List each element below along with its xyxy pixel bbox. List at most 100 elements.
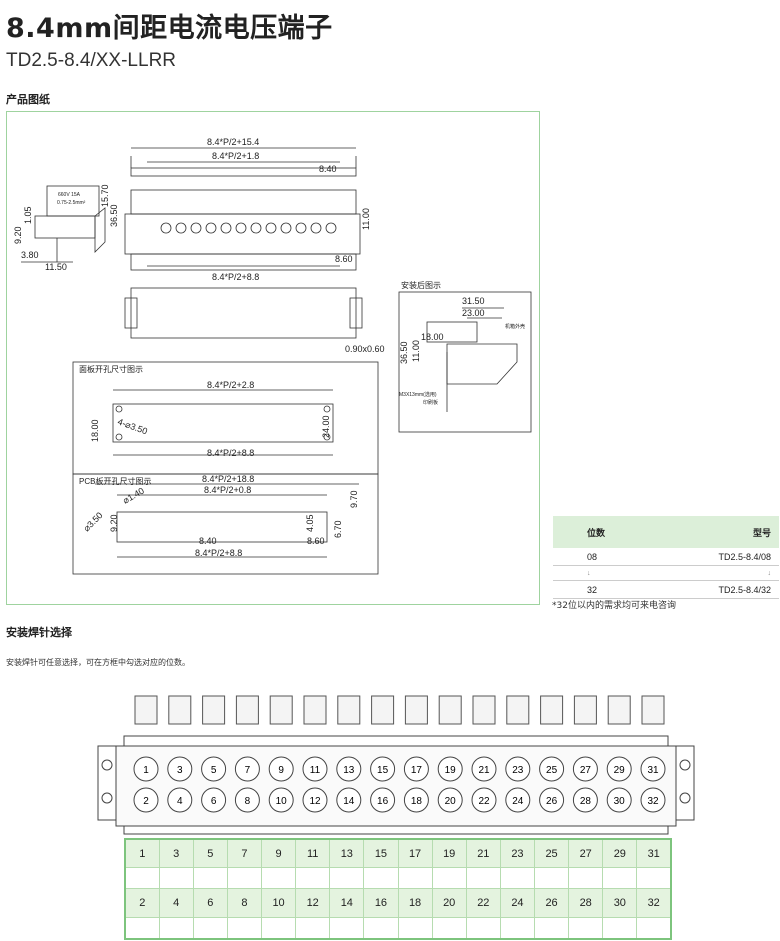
pin-checkbox-9[interactable] <box>260 867 297 890</box>
terminal-screw <box>133 756 159 782</box>
pin-checkbox-6[interactable] <box>192 917 228 940</box>
dim-bottom: 8.4*P/2+8.8 <box>212 272 259 282</box>
pin-checkbox-12[interactable] <box>295 917 331 940</box>
pin-checkbox-3[interactable] <box>158 867 194 890</box>
pin-number-11: 11 <box>295 838 331 869</box>
terminal-top-slot <box>303 695 327 725</box>
terminal-top-slot <box>404 695 428 725</box>
pin-number-15: 15 <box>363 838 399 869</box>
pin-checkbox-2[interactable] <box>124 917 160 940</box>
terminal-top-slot <box>506 695 530 725</box>
panel-bw: 8.4*P/2+8.8 <box>207 448 254 458</box>
pin-number-20: 20 <box>431 888 467 919</box>
terminal-number-23: 23 <box>512 765 524 776</box>
pcb-w2: 8.4*P/2+0.8 <box>204 485 251 495</box>
terminal-number-29: 29 <box>614 765 626 776</box>
pin-checkbox-15[interactable] <box>363 867 399 890</box>
pin-checkbox-22[interactable] <box>465 917 501 940</box>
pcb-v2: 4.05 <box>305 514 315 532</box>
pcb-v3: 6.70 <box>333 520 343 538</box>
dim-h1: 36.50 <box>109 204 119 227</box>
terminal-top-slot <box>540 695 564 725</box>
terminal-number-22: 22 <box>478 796 490 807</box>
terminal-top-slot <box>607 695 631 725</box>
pin-checkbox-13[interactable] <box>329 867 365 890</box>
terminal-number-15: 15 <box>377 765 389 776</box>
dim-h7: 11.50 <box>45 262 67 272</box>
pin-number-5: 5 <box>192 838 228 869</box>
spec-pos: 08 <box>553 548 678 566</box>
terminal-number-9: 9 <box>278 765 284 776</box>
pin-checkbox-27[interactable] <box>568 867 604 890</box>
dim-h6: 3.80 <box>21 250 39 260</box>
panel-holes: 4-⌀3.50 <box>116 416 148 436</box>
terminal-top-slot <box>168 695 192 725</box>
terminal-number-19: 19 <box>445 765 457 776</box>
pin-checkbox-20[interactable] <box>431 917 467 940</box>
terminal-top-slot <box>438 695 462 725</box>
dim-h3: 11.00 <box>361 208 371 230</box>
pin-checkbox-18[interactable] <box>397 917 433 940</box>
terminal-screw <box>572 787 598 813</box>
pin-checkbox-5[interactable] <box>192 867 228 890</box>
terminal-number-31: 31 <box>647 765 659 776</box>
terminal-screw <box>302 756 328 782</box>
pin-checkbox-30[interactable] <box>602 917 638 940</box>
terminal-screw <box>640 756 666 782</box>
terminal-number-20: 20 <box>445 796 457 807</box>
pin-checkbox-19[interactable] <box>431 867 467 890</box>
terminal-number-24: 24 <box>512 796 524 807</box>
terminal-number-1: 1 <box>143 765 149 776</box>
pin-checkbox-17[interactable] <box>397 867 433 890</box>
pin-number-3: 3 <box>158 838 194 869</box>
pin-checkbox-4[interactable] <box>158 917 194 940</box>
terminal-screw <box>201 756 227 782</box>
terminal-top-slot <box>641 695 665 725</box>
terminal-screw <box>201 787 227 813</box>
pin-checkbox-1[interactable] <box>124 867 160 890</box>
terminal-number-17: 17 <box>411 765 423 776</box>
pin-checkbox-31[interactable] <box>636 867 672 890</box>
pin-checkbox-11[interactable] <box>295 867 331 890</box>
terminal-number-18: 18 <box>411 796 423 807</box>
pcb-d2: ⌀3.50 <box>81 510 104 533</box>
pin-checkbox-29[interactable] <box>602 867 638 890</box>
terminal-number-6: 6 <box>211 796 217 807</box>
terminal-screw <box>505 756 531 782</box>
spec-type: TD2.5-8.4/32 <box>678 580 779 599</box>
pin-checkbox-23[interactable] <box>499 867 536 890</box>
pin-checkbox-10[interactable] <box>260 917 297 940</box>
terminal-number-7: 7 <box>245 765 251 776</box>
pin-checkbox-16[interactable] <box>363 917 399 940</box>
pin-checkbox-21[interactable] <box>465 867 501 890</box>
terminal-screw <box>606 787 632 813</box>
terminal-screw <box>234 756 260 782</box>
terminal-screw <box>268 787 294 813</box>
pin-checkbox-32[interactable] <box>636 917 672 940</box>
pin-number-16: 16 <box>363 888 399 919</box>
terminal-screw <box>403 787 429 813</box>
pin-checkbox-28[interactable] <box>568 917 604 940</box>
installed-h1: 18.00 <box>421 332 444 342</box>
terminal-number-11: 11 <box>310 765 321 776</box>
terminal-screw <box>471 787 497 813</box>
terminal-number-14: 14 <box>343 796 355 807</box>
pin-checkbox-7[interactable] <box>226 867 263 890</box>
pin-checkbox-24[interactable] <box>499 917 536 940</box>
terminal-top-slot <box>371 695 395 725</box>
pcb-pitch: 8.40 <box>199 536 217 546</box>
dim-h5: 9.20 <box>13 226 23 244</box>
panel-w: 8.4*P/2+2.8 <box>207 380 254 390</box>
pin-checkbox-25[interactable] <box>533 867 570 890</box>
terminal-screw <box>268 756 294 782</box>
terminal-screw <box>640 787 666 813</box>
terminal-number-16: 16 <box>377 796 389 807</box>
terminal-top-slot <box>573 695 597 725</box>
terminal-number-10: 10 <box>276 796 288 807</box>
terminal-screw <box>471 756 497 782</box>
spec-pos: 32 <box>553 580 678 599</box>
pin-checkbox-8[interactable] <box>226 917 263 940</box>
pin-checkbox-14[interactable] <box>329 917 365 940</box>
pin-checkbox-26[interactable] <box>533 917 570 940</box>
